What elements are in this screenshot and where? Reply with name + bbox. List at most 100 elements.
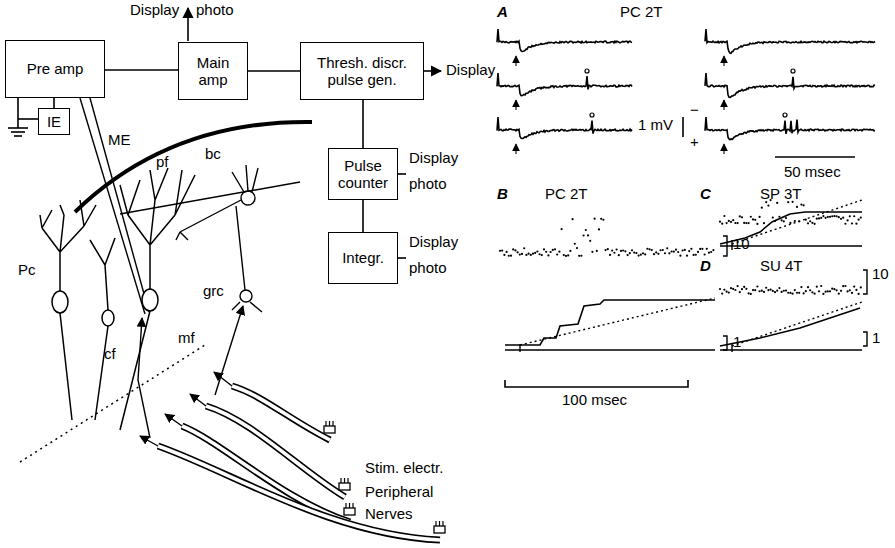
part-name: Pc	[18, 262, 36, 279]
rate-dot	[607, 248, 609, 250]
rate-dot	[754, 289, 756, 291]
rate-dot	[635, 252, 637, 254]
part-name: ME	[108, 132, 131, 149]
ground-symbol	[14, 135, 22, 137]
polarity-sign: +	[690, 134, 699, 151]
rate-dot	[684, 249, 686, 251]
ground-symbol	[11, 131, 25, 133]
rate-dot	[743, 286, 745, 288]
rate-dot	[675, 249, 677, 251]
rate-dot	[761, 207, 763, 209]
rate-dot	[605, 249, 607, 251]
purkinje-dendrite	[40, 200, 96, 420]
rate-dot	[640, 254, 642, 256]
rate-dot	[561, 228, 563, 230]
rate-dot	[756, 285, 758, 287]
ground-symbol	[8, 127, 28, 129]
rate-dot	[794, 220, 796, 222]
rate-dot	[550, 251, 552, 253]
purkinje-soma	[52, 291, 68, 313]
rate-dot	[574, 243, 576, 245]
rate-dot	[730, 221, 732, 223]
rate-dot	[761, 290, 763, 292]
rate-dot	[631, 249, 633, 251]
rate-dot	[719, 221, 721, 223]
rate-dot	[752, 218, 754, 220]
integrator-baseline	[505, 349, 715, 350]
rate-dot	[609, 254, 611, 256]
discriminator-box: Thresh. discr. pulse gen.	[300, 42, 424, 100]
part-name: Nerves	[365, 506, 413, 523]
box-label: IE	[47, 113, 61, 130]
rate-dot	[660, 249, 662, 251]
rate-dot	[598, 228, 600, 230]
rate-dot	[803, 292, 805, 294]
purkinje-soma	[102, 310, 114, 326]
rate-dot	[811, 291, 813, 293]
rate-dot	[860, 286, 862, 288]
rate-dot	[600, 218, 602, 220]
stimulus-marker	[515, 144, 516, 154]
rate-dot	[532, 253, 534, 255]
rate-dot	[829, 216, 831, 218]
rate-dot	[552, 249, 554, 251]
rate-dot	[525, 254, 527, 256]
panel-letter: C	[700, 186, 711, 203]
rate-dot	[554, 248, 556, 250]
microelectrode	[80, 98, 145, 314]
rate-dot	[838, 293, 840, 295]
rate-dot	[519, 254, 521, 256]
rate-dot	[743, 222, 745, 224]
rate-dot	[521, 253, 523, 255]
output-label: photo	[409, 176, 447, 193]
stimulus-marker	[723, 100, 724, 110]
signal-wire	[362, 100, 364, 148]
rate-dot	[710, 251, 712, 253]
rate-dot	[701, 248, 703, 250]
rate-dot	[512, 248, 514, 250]
recording-trace	[705, 117, 875, 140]
rate-dot	[578, 255, 580, 257]
scale-label: 50 msec	[784, 164, 841, 181]
rate-dot	[739, 215, 741, 217]
scale-label: 10	[733, 236, 750, 253]
rate-dot	[851, 222, 853, 224]
rate-dot	[741, 216, 743, 218]
rate-dot	[732, 288, 734, 290]
rate-dot	[798, 292, 800, 294]
panel-letter: A	[497, 4, 508, 21]
rate-dot	[741, 288, 743, 290]
output-wire	[398, 173, 406, 175]
rate-dot	[858, 219, 860, 221]
rate-dot	[811, 222, 813, 224]
rate-dot	[732, 219, 734, 221]
impulse-arrow	[190, 394, 206, 406]
electrode-prong	[349, 503, 350, 508]
rate-dot	[565, 255, 567, 257]
part-name: Peripheral	[365, 484, 433, 501]
rate-dot	[668, 252, 670, 254]
electrode-prong	[325, 421, 326, 426]
electrode-prong	[345, 503, 346, 508]
rate-dot	[842, 285, 844, 287]
rate-dot	[816, 218, 818, 220]
rate-dot	[840, 290, 842, 292]
parallel-fiber	[120, 182, 300, 290]
nerve-core	[182, 426, 350, 522]
rate-dot	[723, 215, 725, 217]
signal-wire	[362, 200, 364, 232]
electrode-prong	[439, 521, 440, 526]
rate-dot	[855, 223, 857, 225]
stimulating-electrode	[434, 526, 445, 533]
rate-dot	[734, 222, 736, 224]
rate-dot	[530, 254, 532, 256]
scale-bracket	[723, 336, 727, 350]
scale-label: 1 mV	[638, 117, 673, 134]
linear-reference	[520, 298, 715, 345]
scale-bracket	[863, 270, 867, 294]
recording-trace	[497, 73, 632, 96]
voltage-scale-bar	[682, 117, 684, 137]
rate-dot	[833, 288, 835, 290]
rate-dot	[763, 222, 765, 224]
microelectrode	[90, 98, 149, 312]
